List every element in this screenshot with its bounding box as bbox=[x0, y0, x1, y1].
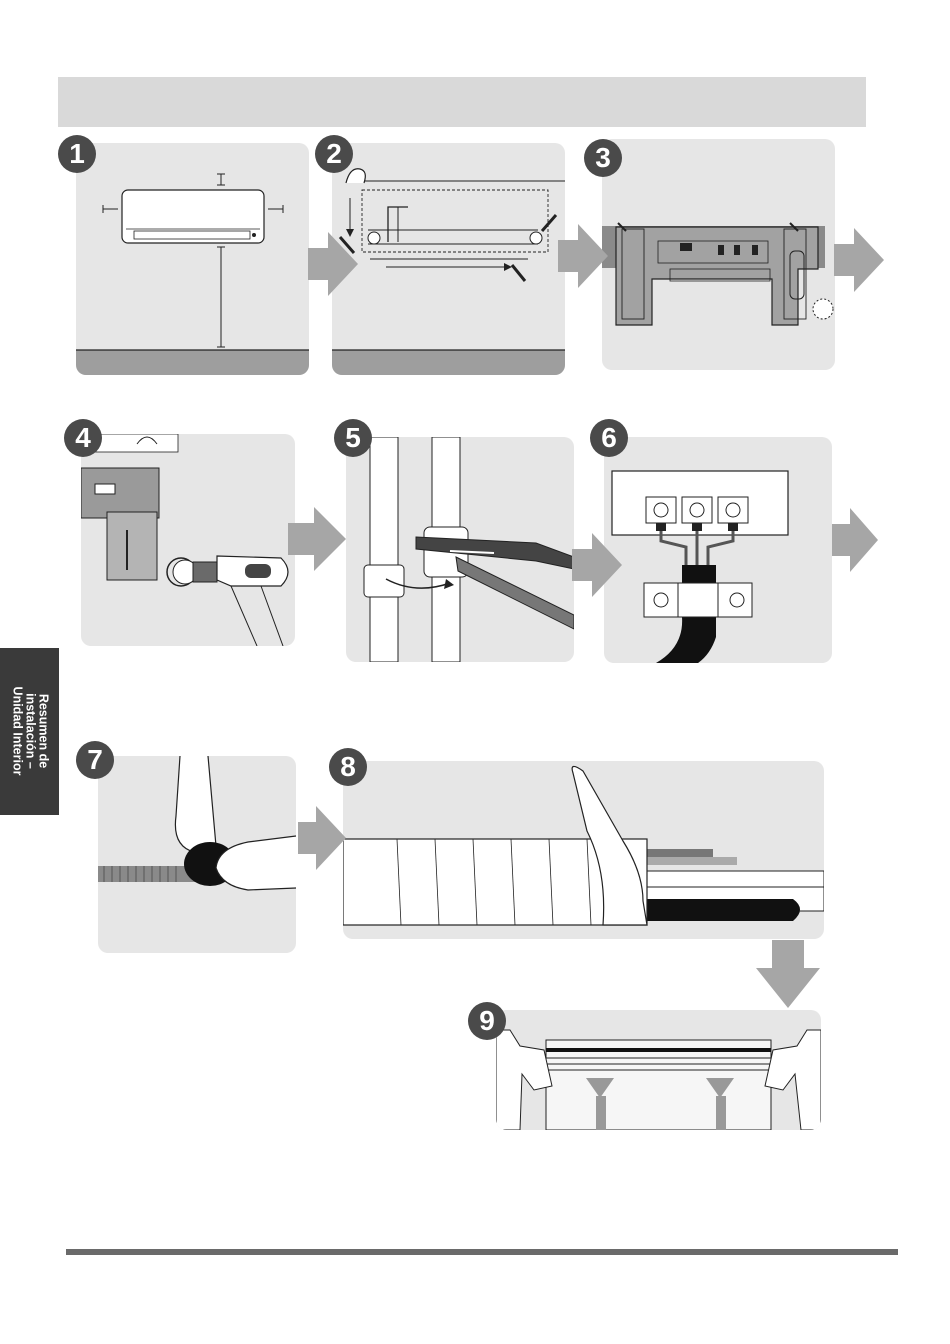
flow-arrow-5-6 bbox=[572, 533, 622, 597]
step-9-panel bbox=[496, 1010, 821, 1130]
step-5-panel bbox=[346, 437, 574, 662]
step-9-illustration bbox=[496, 1010, 821, 1130]
step-8-panel bbox=[343, 761, 824, 939]
step-9-badge: 9 bbox=[468, 1002, 506, 1040]
step-4-badge: 4 bbox=[64, 419, 102, 457]
step-1-illustration bbox=[76, 143, 309, 375]
step-2-badge: 2 bbox=[315, 135, 353, 173]
flow-arrow-6-next bbox=[832, 508, 878, 572]
footer-rule bbox=[66, 1249, 898, 1255]
step-3-badge: 3 bbox=[584, 139, 622, 177]
step-1-panel bbox=[76, 143, 309, 375]
step-4-illustration bbox=[81, 434, 295, 646]
flow-arrow-8-9 bbox=[756, 940, 820, 1008]
side-tab: Resumen de instalación – Unidad Interior bbox=[0, 648, 59, 815]
step-8-illustration bbox=[343, 761, 824, 939]
step-3-illustration bbox=[602, 139, 835, 370]
step-5-badge: 5 bbox=[334, 419, 372, 457]
side-tab-label: Resumen de instalación – Unidad Interior bbox=[10, 648, 50, 815]
flow-arrow-7-8 bbox=[298, 806, 346, 870]
step-6-panel bbox=[604, 437, 832, 663]
step-2-panel bbox=[332, 143, 565, 375]
flow-arrow-1-2 bbox=[308, 232, 358, 296]
step-2-illustration bbox=[332, 143, 565, 375]
flow-arrow-3-next bbox=[834, 228, 884, 292]
step-7-illustration bbox=[98, 756, 296, 953]
step-8-badge: 8 bbox=[329, 748, 367, 786]
step-5-illustration bbox=[346, 437, 574, 662]
step-4-panel bbox=[81, 434, 295, 646]
flow-arrow-4-5 bbox=[288, 507, 346, 571]
step-6-badge: 6 bbox=[590, 419, 628, 457]
flow-arrow-2-3 bbox=[558, 224, 608, 288]
step-7-panel bbox=[98, 756, 296, 953]
step-1-badge: 1 bbox=[58, 135, 96, 173]
step-3-panel bbox=[602, 139, 835, 370]
header-band bbox=[58, 77, 866, 127]
step-7-badge: 7 bbox=[76, 741, 114, 779]
step-6-illustration bbox=[604, 437, 832, 663]
